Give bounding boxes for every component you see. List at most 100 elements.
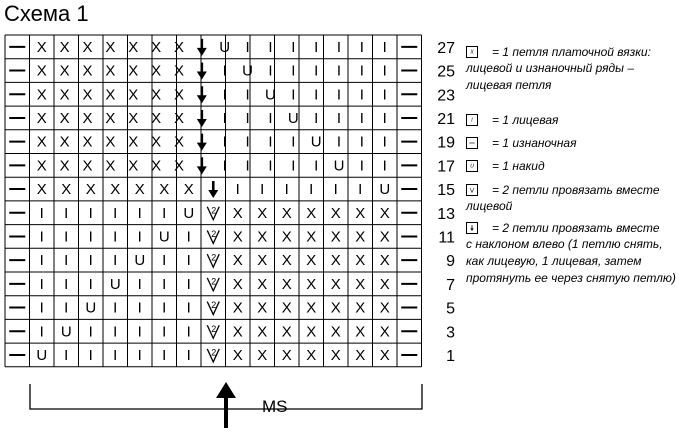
- garter-stitch-icon: X: [128, 39, 138, 56]
- legend-text-continued: лицевой: [466, 199, 513, 213]
- row-number: 25: [437, 64, 455, 81]
- arrow-down-icon: [196, 142, 207, 151]
- yarn-over-icon: U: [159, 228, 170, 245]
- garter-stitch-icon: X: [128, 63, 138, 80]
- garter-stitch-icon: X: [60, 86, 70, 103]
- knit-stitch-icon: I: [337, 110, 341, 127]
- knit-stitch-icon: I: [223, 110, 227, 127]
- garter-stitch-icon: X: [151, 110, 161, 127]
- row-number: 17: [437, 158, 455, 175]
- arrow-down-icon: [196, 95, 207, 104]
- garter-stitch-icon: X: [282, 228, 292, 245]
- garter-stitch-icon: X: [380, 323, 390, 340]
- knit-stitch-icon: I: [89, 323, 93, 340]
- garter-stitch-icon: X: [355, 347, 365, 364]
- garter-stitch-icon: X: [380, 300, 390, 317]
- knit-stitch-icon: I: [89, 252, 93, 269]
- knit-stitch-icon: I: [113, 323, 117, 340]
- garter-stitch-icon: X: [151, 134, 161, 151]
- yarn-over-icon: U: [334, 157, 345, 174]
- knit-stitch-icon: I: [260, 181, 264, 198]
- garter-stitch-icon: X: [82, 86, 92, 103]
- garter-stitch-icon: X: [128, 134, 138, 151]
- garter-stitch-icon: X: [331, 252, 341, 269]
- knit-stitch-icon: I: [245, 86, 249, 103]
- legend-symbol-box: I: [466, 114, 478, 126]
- garter-stitch-icon: X: [233, 276, 243, 293]
- yarn-over-icon: U: [288, 110, 299, 127]
- garter-stitch-icon: X: [37, 157, 47, 174]
- page-title: Схема 1: [4, 1, 89, 26]
- garter-stitch-icon: X: [184, 181, 194, 198]
- garter-stitch-icon: X: [174, 63, 184, 80]
- garter-stitch-icon: X: [159, 181, 169, 198]
- knit-stitch-icon: I: [383, 110, 387, 127]
- knit-stitch-icon: I: [40, 228, 44, 245]
- garter-stitch-icon: X: [60, 157, 70, 174]
- knit-stitch-icon: I: [162, 323, 166, 340]
- garter-stitch-icon: X: [60, 134, 70, 151]
- legend-symbol-box: [466, 184, 478, 196]
- knit-stitch-icon: I: [383, 134, 387, 151]
- k2tog-count: 2: [211, 347, 216, 357]
- garter-stitch-icon: X: [257, 323, 267, 340]
- knit-stitch-icon: I: [337, 134, 341, 151]
- garter-stitch-icon: X: [151, 63, 161, 80]
- knit-stitch-icon: I: [236, 181, 240, 198]
- knit-stitch-icon: I: [291, 134, 295, 151]
- k2tog-icon: [206, 301, 220, 317]
- garter-stitch-icon: X: [257, 300, 267, 317]
- knit-stitch-icon: I: [113, 300, 117, 317]
- garter-stitch-icon: X: [233, 323, 243, 340]
- garter-stitch-icon: X: [174, 110, 184, 127]
- legend-symbol-icon: U: [470, 164, 474, 170]
- garter-stitch-icon: X: [37, 181, 47, 198]
- knit-stitch-icon: I: [360, 63, 364, 80]
- yarn-over-icon: U: [265, 86, 276, 103]
- knit-stitch-icon: I: [40, 205, 44, 222]
- k2tog-icon: [206, 253, 220, 269]
- knit-stitch-icon: I: [223, 157, 227, 174]
- legend-text: = 1 петля платочной вязки:: [492, 45, 651, 59]
- knit-stitch-icon: I: [187, 252, 191, 269]
- garter-stitch-icon: X: [282, 323, 292, 340]
- row-number: 19: [437, 135, 455, 152]
- knit-stitch-icon: I: [64, 347, 68, 364]
- arrow-down-icon: [196, 71, 207, 80]
- k2tog-icon: [206, 230, 220, 246]
- garter-stitch-icon: X: [61, 181, 71, 198]
- knit-stitch-icon: I: [383, 157, 387, 174]
- legend-text-continued: с наклоном влево (1 петлю снять,: [466, 237, 663, 251]
- legend-text: = 1 лицевая: [492, 113, 559, 127]
- garter-stitch-icon: X: [257, 276, 267, 293]
- knit-stitch-icon: I: [187, 347, 191, 364]
- knit-stitch-icon: I: [309, 181, 313, 198]
- row-number: 3: [446, 324, 455, 341]
- garter-stitch-icon: X: [151, 86, 161, 103]
- knit-stitch-icon: I: [291, 63, 295, 80]
- garter-stitch-icon: X: [135, 181, 145, 198]
- garter-stitch-icon: X: [282, 205, 292, 222]
- knit-stitch-icon: I: [383, 86, 387, 103]
- arrow-down-icon: [196, 118, 207, 127]
- knit-stitch-icon: I: [223, 63, 227, 80]
- garter-stitch-icon: X: [37, 39, 47, 56]
- knit-stitch-icon: I: [245, 157, 249, 174]
- knit-stitch-icon: I: [40, 252, 44, 269]
- garter-stitch-icon: X: [233, 347, 243, 364]
- legend-symbol-box: X: [466, 46, 478, 58]
- garter-stitch-icon: X: [82, 157, 92, 174]
- knit-stitch-icon: I: [314, 86, 318, 103]
- knit-stitch-icon: I: [337, 39, 341, 56]
- yarn-over-icon: U: [36, 347, 47, 364]
- yarn-over-icon: U: [61, 323, 72, 340]
- row-number: 23: [437, 87, 455, 104]
- garter-stitch-icon: X: [82, 134, 92, 151]
- row-number: 5: [446, 301, 455, 318]
- knit-stitch-icon: I: [291, 39, 295, 56]
- knit-stitch-icon: I: [162, 252, 166, 269]
